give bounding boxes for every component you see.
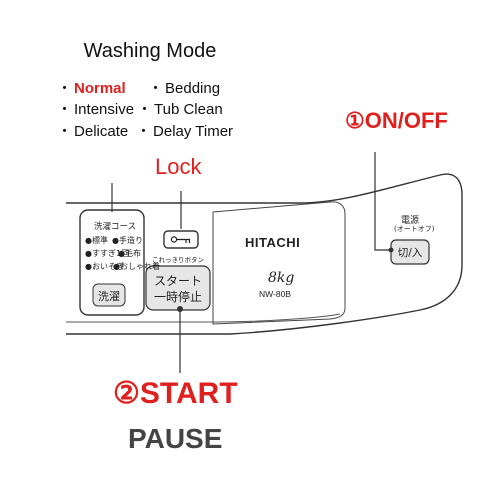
course-option-blanket: ●毛布 (118, 249, 141, 258)
bullet: ・ (57, 101, 73, 118)
start-leader-dot (177, 306, 183, 312)
brand-logo: HITACHI (245, 235, 301, 250)
mode-label: Delicate (74, 123, 129, 140)
mode-item-delay-timer: ・Delay Timer (136, 120, 233, 141)
pause-callout: PAUSE (128, 423, 223, 454)
panel-inner-contour (66, 313, 341, 323)
bullet: ・ (137, 101, 153, 118)
course-button[interactable] (92, 283, 126, 307)
lock-callout: Lock (155, 154, 202, 179)
mode-label: Delay Timer (153, 123, 234, 140)
mode-item-normal: ・Normal (57, 77, 126, 98)
course-option-delicate: ●おしゃれ着 (113, 262, 160, 271)
start-callout: ②START (113, 377, 238, 410)
start-button-label-line2: 一時停止 (153, 290, 202, 304)
mode-label: Intensive (74, 101, 135, 118)
power-subtitle: (オートオフ) (394, 225, 435, 233)
power-button-label: 切/入 (397, 247, 423, 259)
mode-label: Normal (74, 80, 126, 97)
key-icon (170, 236, 191, 243)
course-title: 洗濯コース (94, 222, 137, 232)
course-option-one-rinse: ●すすぎ1回 (85, 249, 130, 258)
course-option-standard: ●標準 (85, 236, 108, 245)
onoff-callout: ①ON/OFF (345, 108, 448, 133)
bullet: ・ (57, 80, 73, 97)
course-option-handwash: ●手造り (112, 236, 143, 245)
panel-outline (66, 173, 463, 335)
capacity-label: 8kg (268, 270, 295, 286)
mode-label: Tub Clean (154, 101, 223, 118)
display-area-outline (212, 201, 346, 325)
course-button-label: 洗濯 (98, 290, 120, 303)
model-number: NW-80B (259, 289, 291, 299)
bullet: ・ (57, 123, 73, 140)
start-button-label-line1: スタート (153, 274, 202, 288)
power-title: 電源 (401, 216, 420, 226)
mode-item-intensive: ・Intensive (57, 98, 134, 119)
mode-item-delicate: ・Delicate (57, 120, 128, 141)
lock-caption: これっきりボタン (152, 256, 204, 264)
course-option-quick: ●おいそぎ (85, 262, 124, 271)
washing-mode-title: Washing Mode (83, 40, 217, 62)
bullet: ・ (148, 80, 164, 97)
onoff-leader-dot (388, 247, 394, 253)
bullet: ・ (136, 123, 152, 140)
mode-item-tub-clean: ・Tub Clean (137, 98, 223, 119)
mode-label: Bedding (165, 80, 221, 97)
onoff-leader-line (374, 152, 391, 251)
mode-item-bedding: ・Bedding (148, 77, 220, 98)
